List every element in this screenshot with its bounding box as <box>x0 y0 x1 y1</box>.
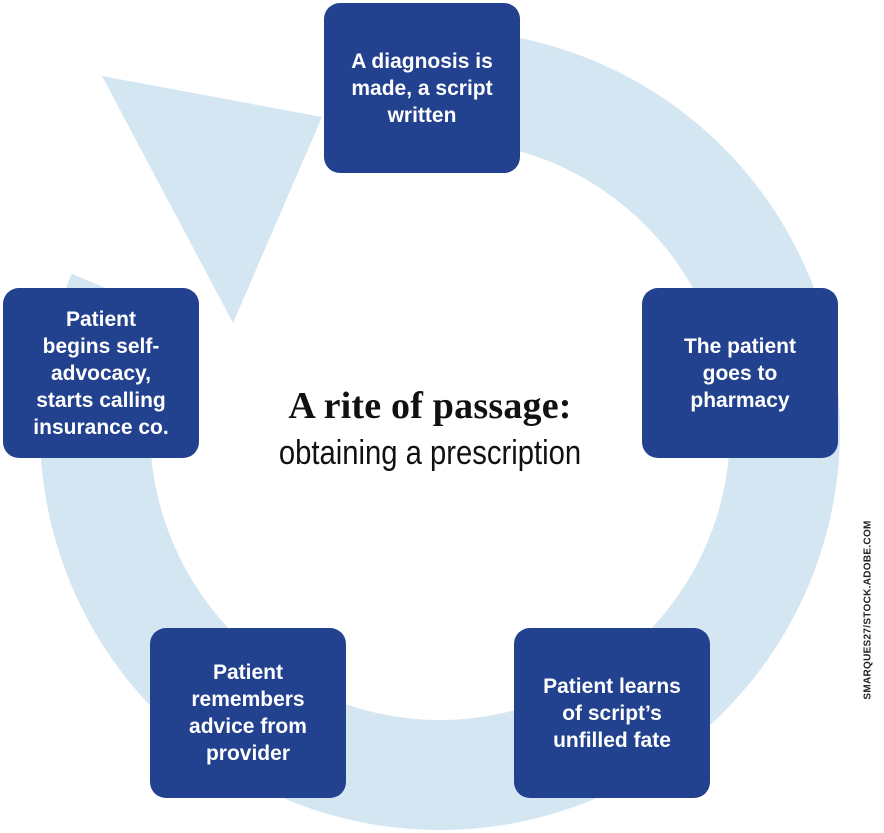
diagram-subtitle: obtaining a prescription <box>278 434 582 472</box>
step-diagnosis-box: A diagnosis is made, a script written <box>324 3 520 173</box>
step-advocacy-box: Patient begins self- advocacy, starts ca… <box>3 288 199 458</box>
step-unfilled-box: Patient learns of script’s unfilled fate <box>514 628 710 798</box>
step-unfilled-label: Patient learns of script’s unfilled fate <box>543 674 681 752</box>
diagram-title: A rite of passage: <box>288 385 572 427</box>
step-pharmacy-label: The patient goes to pharmacy <box>683 334 796 412</box>
image-credit: SMARQUES27/STOCK.ADOBE.COM <box>862 520 874 700</box>
step-advocacy-label: Patient begins self- advocacy, starts ca… <box>33 307 169 439</box>
step-remembers-box: Patient remembers advice from provider <box>150 628 346 798</box>
step-pharmacy-box: The patient goes to pharmacy <box>642 288 838 458</box>
step-diagnosis-label: A diagnosis is made, a script written <box>351 49 493 127</box>
step-remembers-label: Patient remembers advice from provider <box>189 661 307 765</box>
cycle-arrow-head <box>102 76 322 323</box>
